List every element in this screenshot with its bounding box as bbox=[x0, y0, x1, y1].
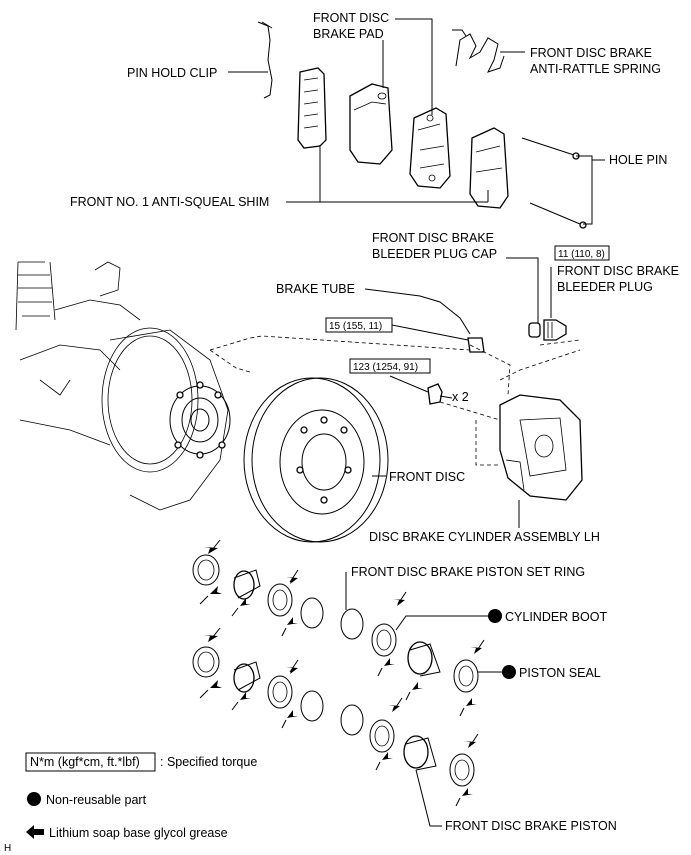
label-plug-line1: FRONT DISC BRAKE bbox=[557, 264, 679, 278]
mounting-bolt bbox=[427, 383, 453, 405]
label-quantity: x 2 bbox=[452, 390, 469, 404]
leader-lines-top bbox=[228, 18, 605, 225]
label-cap-line2: BLEEDER PLUG CAP bbox=[372, 247, 497, 261]
anti-rattle-spring bbox=[452, 29, 505, 73]
label-plug-line2: BLEEDER PLUG bbox=[557, 280, 653, 294]
brake-tube-fitting bbox=[419, 295, 485, 353]
label-anti-squeal-shim: FRONT NO. 1 ANTI-SQUEAL SHIM bbox=[70, 195, 269, 209]
torque-box-bolt: 123 (1254, 91) bbox=[349, 358, 431, 374]
leader-lines-middle bbox=[364, 257, 552, 528]
torque-box-tube: 15 (155, 11) bbox=[325, 317, 393, 333]
front-disc-rotor bbox=[243, 377, 389, 543]
label-pin-hold-clip: PIN HOLD CLIP bbox=[127, 66, 217, 80]
assembly-dashed-lines bbox=[209, 335, 581, 466]
grease-arrow-icon bbox=[26, 825, 44, 839]
legend-nonreusable: Non-reusable part bbox=[46, 793, 147, 807]
label-spring-line2: ANTI-RATTLE SPRING bbox=[530, 62, 661, 76]
piston-parts bbox=[192, 554, 479, 787]
brake-pad-shim-2 bbox=[469, 127, 509, 209]
torque-plug: 11 (110, 8) bbox=[558, 249, 605, 260]
leader-lines-bottom bbox=[345, 572, 502, 827]
label-hole-pin: HOLE PIN bbox=[609, 153, 667, 167]
brake-pad-2 bbox=[409, 107, 451, 189]
corner-code: H bbox=[4, 843, 11, 854]
brake-pad-1 bbox=[349, 83, 393, 165]
label-piston: FRONT DISC BRAKE PISTON bbox=[445, 819, 617, 833]
nonreusable-markers bbox=[488, 609, 516, 679]
torque-bolt: 123 (1254, 91) bbox=[353, 362, 418, 373]
grease-arrow-shafts bbox=[199, 539, 485, 807]
caliper-assembly bbox=[499, 394, 583, 501]
label-disc-pad-line2: BRAKE PAD bbox=[313, 27, 384, 41]
label-cylinder-boot: CYLINDER BOOT bbox=[505, 610, 607, 624]
label-cylinder-assembly: DISC BRAKE CYLINDER ASSEMBLY LH bbox=[369, 530, 600, 544]
legend: N*m (kgf*cm, ft.*lbf) : Specified torque… bbox=[25, 752, 257, 840]
legend-unit-text: : Specified torque bbox=[160, 755, 257, 769]
pin-hold-clip bbox=[257, 21, 273, 99]
suspension-knuckle-hub bbox=[15, 261, 231, 511]
bleeder-cap-plug bbox=[528, 319, 567, 341]
label-spring-line1: FRONT DISC BRAKE bbox=[530, 46, 652, 60]
grease-arrows bbox=[204, 542, 482, 796]
torque-box-plug: 11 (110, 8) bbox=[554, 245, 610, 261]
legend-unit-box: N*m (kgf*cm, ft.*lbf) bbox=[30, 755, 140, 769]
label-piston-seal: PISTON SEAL bbox=[519, 666, 601, 680]
label-front-disc: FRONT DISC bbox=[389, 470, 465, 484]
label-brake-tube: BRAKE TUBE bbox=[276, 282, 355, 296]
brake-pad-shim-1 bbox=[297, 67, 327, 149]
hole-pins bbox=[521, 137, 587, 229]
label-cap-line1: FRONT DISC BRAKE bbox=[372, 231, 494, 245]
label-disc-pad-line1: FRONT DISC bbox=[313, 11, 389, 25]
label-piston-set-ring: FRONT DISC BRAKE PISTON SET RING bbox=[351, 565, 585, 579]
legend-grease: Lithium soap base glycol grease bbox=[49, 826, 228, 840]
nonreusable-icon bbox=[27, 792, 41, 806]
torque-tube: 15 (155, 11) bbox=[329, 321, 382, 332]
